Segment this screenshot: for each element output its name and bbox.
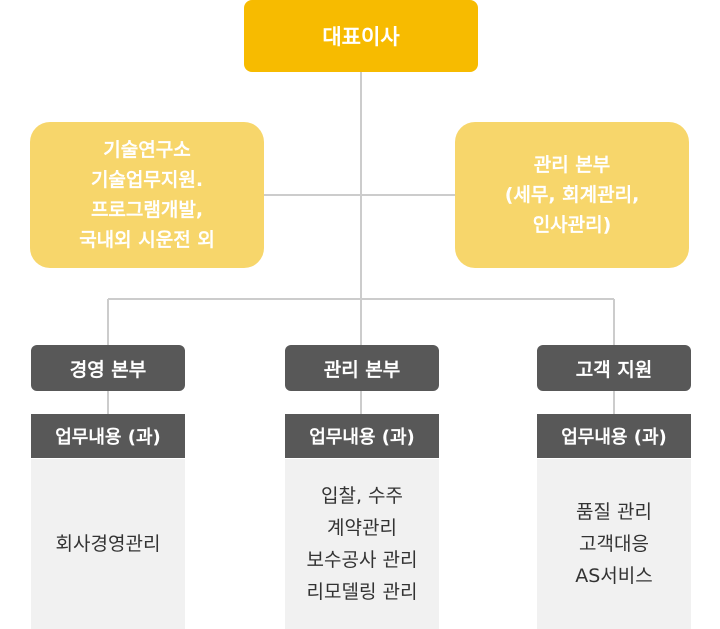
rnd-unit-line: 프로그램개발, [90, 199, 204, 221]
ceo-box: 대표이사 [244, 0, 478, 72]
rnd-unit-box: 기술연구소 기술업무지원. 프로그램개발, 국내외 시운전 외 [30, 122, 264, 268]
department-name: 관리 본부 [323, 358, 401, 381]
department-name: 고객 지원 [575, 358, 653, 381]
duty-item: 회사경영관리 [55, 533, 161, 555]
duty-item: 계약관리 [327, 517, 397, 539]
duty-item: 입찰, 수주 [321, 485, 403, 507]
duty-item: 품질 관리 [576, 501, 652, 523]
admin-unit-box: 관리 본부 (세무, 회계관리, 인사관리) [455, 122, 689, 268]
duty-item: 리모델링 관리 [306, 581, 418, 603]
duty-header-label: 업무내용 (과) [561, 427, 667, 448]
duty-item: AS서비스 [575, 565, 653, 587]
admin-unit-line: 관리 본부 [533, 154, 611, 176]
duty-header-label: 업무내용 (과) [55, 427, 161, 448]
rnd-unit-line: 기술업무지원. [90, 169, 204, 191]
duty-content: 회사경영관리 [31, 459, 185, 629]
department-management-box: 경영 본부 [31, 345, 185, 391]
ceo-label: 대표이사 [322, 25, 400, 49]
duty-header: 업무내용 (과) [31, 414, 185, 458]
duty-item: 고객대응 [579, 533, 649, 555]
duty-item: 보수공사 관리 [306, 549, 418, 571]
department-customer-support-box: 고객 지원 [537, 345, 691, 391]
department-admin-box: 관리 본부 [285, 345, 439, 391]
duty-content: 품질 관리 고객대응 AS서비스 [537, 459, 691, 629]
admin-unit-line: (세무, 회계관리, [504, 184, 640, 206]
duty-header: 업무내용 (과) [537, 414, 691, 458]
department-name: 경영 본부 [69, 358, 147, 381]
rnd-unit-line: 기술연구소 [103, 139, 191, 161]
duty-content: 입찰, 수주 계약관리 보수공사 관리 리모델링 관리 [285, 459, 439, 629]
rnd-unit-line: 국내외 시운전 외 [79, 229, 215, 251]
duty-header-label: 업무내용 (과) [309, 427, 415, 448]
duty-header: 업무내용 (과) [285, 414, 439, 458]
admin-unit-line: 인사관리) [532, 214, 612, 236]
